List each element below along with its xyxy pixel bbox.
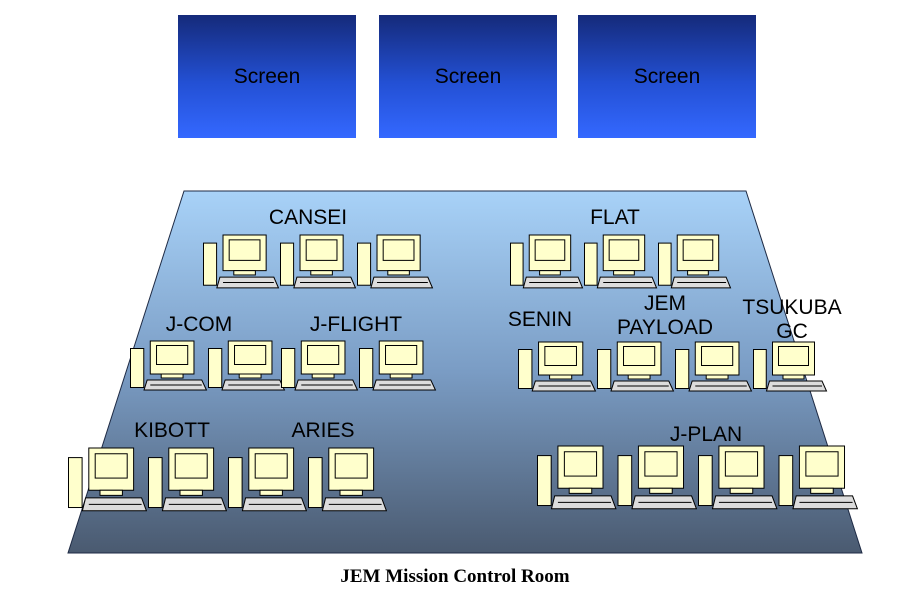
workstation-icon [281, 340, 359, 391]
workstation-icon [308, 447, 388, 512]
group-label-j-flight: J-FLIGHT [309, 313, 403, 336]
workstation-icon [510, 234, 584, 289]
screen-label-2: Screen [434, 64, 502, 88]
workstation-icon [597, 341, 675, 392]
workstation-icon [617, 445, 698, 510]
group-label-flat: FLAT [590, 206, 640, 229]
workstation-icon [359, 340, 437, 391]
group-label-aries: ARIES [291, 419, 355, 442]
workstation-icon [753, 341, 828, 392]
workstation-icon [518, 341, 597, 392]
group-label-kibott: KIBOTT [134, 419, 210, 442]
display-screen-1: Screen [178, 15, 356, 138]
group-label-jem-payload: JEM PAYLOAD [616, 292, 714, 339]
workstation-icon [228, 447, 308, 512]
screen-label-1: Screen [233, 64, 301, 88]
workstation-icon [698, 445, 778, 510]
workstation-icon [675, 341, 753, 392]
group-label-cansei: CANSEI [268, 206, 348, 229]
workstation-icon [658, 234, 732, 289]
workstation-icon [208, 340, 286, 391]
display-screen-2: Screen [379, 15, 557, 138]
workstation-icon [148, 447, 228, 512]
display-screen-3: Screen [578, 15, 756, 138]
group-label-tsukuba-gc: TSUKUBA GC [742, 296, 842, 343]
workstation-icon [584, 234, 658, 289]
workstation-icon [68, 447, 148, 512]
screen-label-3: Screen [633, 64, 701, 88]
diagram-caption: JEM Mission Control Room [340, 566, 570, 587]
group-label-senin: SENIN [507, 308, 573, 331]
workstation-icon [778, 445, 859, 510]
workstation-icon [280, 234, 357, 289]
workstation-icon [537, 445, 617, 510]
group-label-j-plan: J-PLAN [669, 423, 743, 446]
workstation-icon [130, 340, 208, 391]
group-label-j-com: J-COM [165, 313, 233, 336]
workstation-icon [357, 234, 434, 289]
workstation-icon [203, 234, 280, 289]
